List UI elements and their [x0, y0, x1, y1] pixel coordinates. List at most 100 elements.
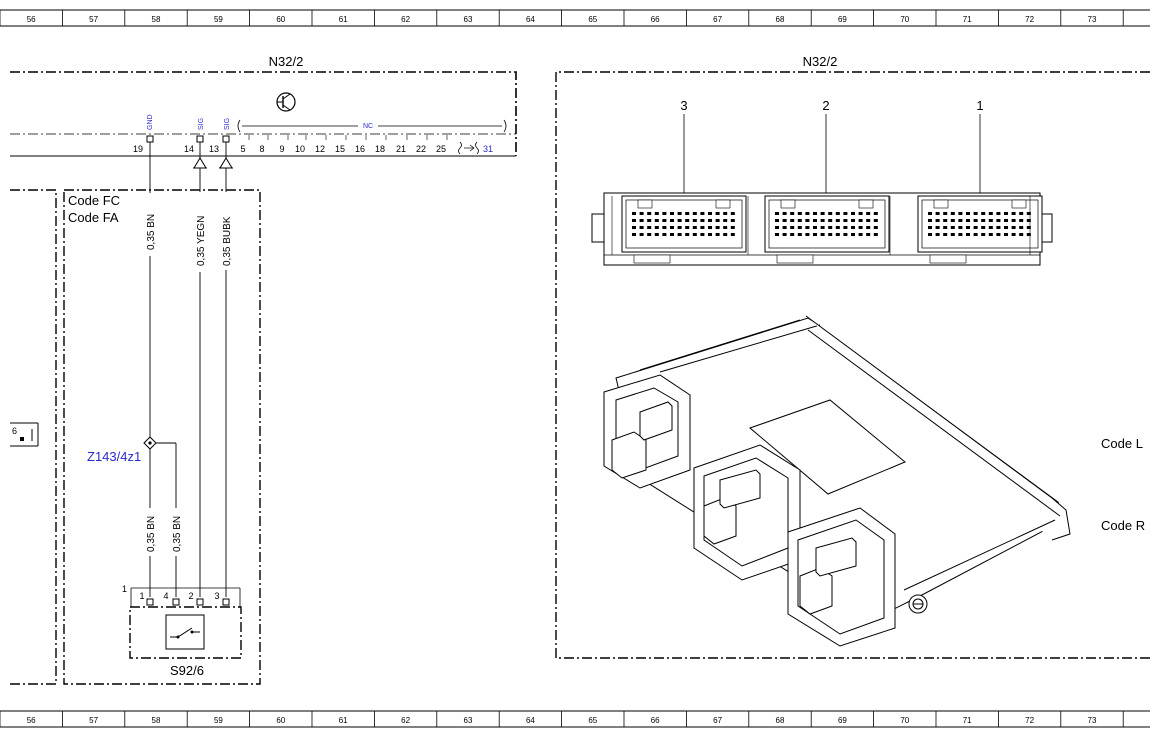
pin-14: SIG 14	[184, 118, 205, 154]
connector-strip	[591, 192, 1053, 266]
wire-bubk-label: 0,35 BUBK	[222, 216, 233, 266]
ruler-top-69: 69	[838, 15, 847, 24]
pin-13: SIG 13	[209, 118, 231, 154]
ruler-top-64: 64	[526, 15, 535, 24]
nc-pin-21: 21	[396, 144, 406, 154]
wire-bubk: 0,35 BUBK	[222, 142, 233, 597]
nc-pin-8: 8	[259, 144, 264, 154]
ruler-bottom-68: 68	[776, 716, 785, 725]
nc-pin-22: 22	[416, 144, 426, 154]
lower-wire-1: 0,35 BN	[146, 449, 157, 597]
code-box: Code FC Code FA	[63, 189, 261, 685]
wire-yegn: 0,35 YEGN	[196, 142, 207, 597]
switch-pin-3: 3	[214, 591, 219, 601]
side-connector: 6	[10, 422, 39, 447]
ruler-bottom-73: 73	[1088, 716, 1097, 725]
left-unit-title: N32/2	[269, 54, 304, 69]
pin-13-number: 13	[209, 144, 219, 154]
left-boundary	[10, 189, 57, 685]
nc-pin-12: 12	[315, 144, 325, 154]
switch-pin-4: 4	[163, 591, 168, 601]
ruler-bottom-71: 71	[963, 716, 972, 725]
nc-pin-10: 10	[295, 144, 305, 154]
nc-pin-15: 15	[335, 144, 345, 154]
side-connector-number: 6	[12, 426, 17, 436]
ruler-bottom-58: 58	[152, 716, 161, 725]
transistor-icon	[276, 92, 296, 112]
splice-point: Z143/4z1	[87, 436, 177, 508]
ruler-top-58: 58	[152, 15, 161, 24]
lower-wire-2: 0,35 BN	[172, 516, 183, 597]
switch-name: S92/6	[170, 663, 204, 678]
right-component-box: N32/2 3 2 1 Code L Code R	[555, 54, 1150, 659]
switch-icon	[165, 614, 205, 650]
ruler-bottom-69: 69	[838, 716, 847, 725]
lower-wire-2-label: 0,35 BN	[172, 516, 183, 552]
ruler-bottom-56: 56	[27, 716, 36, 725]
ruler-top-65: 65	[588, 15, 597, 24]
switch-pin-1: 1	[139, 591, 144, 601]
splice-label: Z143/4z1	[87, 449, 141, 464]
left-control-unit: N32/2 GND 19 SIG 14 SIG 13	[10, 54, 517, 157]
pin-13-signal: SIG	[224, 118, 231, 130]
pin-14-number: 14	[184, 144, 194, 154]
ruler-top-60: 60	[276, 15, 285, 24]
ruler-top-68: 68	[776, 15, 785, 24]
ruler-bottom-63: 63	[464, 716, 473, 725]
ruler-bottom-67: 67	[713, 716, 722, 725]
wire-bn-label: 0,35 BN	[146, 214, 157, 250]
connector-number-1: 1	[976, 98, 983, 113]
ruler-bottom-60: 60	[276, 716, 285, 725]
switch-s92-6: 1 1 4 2 3 S92/6	[122, 584, 242, 678]
ruler-bottom-57: 57	[89, 716, 98, 725]
code-box-line-2: Code FA	[68, 210, 119, 225]
ruler-top-66: 66	[651, 15, 660, 24]
nc-label: NC	[363, 123, 373, 130]
pin-14-signal: SIG	[198, 118, 205, 130]
nc-pin-9: 9	[279, 144, 284, 154]
ruler-bottom-61: 61	[339, 716, 348, 725]
wire-bn: 0,35 BN	[146, 142, 157, 437]
code-label-l: Code L	[1101, 436, 1143, 451]
code-box-line-1: Code FC	[68, 193, 120, 208]
nc-end-pin: 31	[483, 144, 493, 154]
connector-block-2	[764, 195, 890, 264]
connector-number-2: 2	[822, 98, 829, 113]
connector-number-3: 3	[680, 98, 687, 113]
ruler-top-70: 70	[900, 15, 909, 24]
connector-block-1	[917, 195, 1043, 264]
right-unit-title: N32/2	[803, 54, 838, 69]
wire-yegn-label: 0,35 YEGN	[196, 216, 207, 266]
ruler-bottom-64: 64	[526, 716, 535, 725]
ruler-bottom-65: 65	[588, 716, 597, 725]
ruler-top-67: 67	[713, 15, 722, 24]
ruler-top-59: 59	[214, 15, 223, 24]
nc-pin-25: 25	[436, 144, 446, 154]
ruler-bottom-59: 59	[214, 716, 223, 725]
switch-pin-2: 2	[188, 591, 193, 601]
ruler-bottom-70: 70	[900, 716, 909, 725]
ruler-top-72: 72	[1025, 15, 1034, 24]
lower-wire-1-label: 0,35 BN	[146, 516, 157, 552]
nc-pin-5: 5	[240, 144, 245, 154]
pin-19-number: 19	[133, 144, 143, 154]
switch-connector-index: 1	[122, 584, 127, 594]
signal-arrow-icon	[219, 157, 233, 169]
signal-arrow-icon	[193, 157, 207, 169]
connector-block-3	[621, 195, 747, 264]
ruler-bottom-72: 72	[1025, 716, 1034, 725]
ruler-top-61: 61	[339, 15, 348, 24]
nc-pin-16: 16	[355, 144, 365, 154]
pin-19-signal: GND	[147, 114, 154, 130]
ruler-top-73: 73	[1088, 15, 1097, 24]
ruler-top-63: 63	[464, 15, 473, 24]
ruler-top-56: 56	[27, 15, 36, 24]
ruler-bottom-62: 62	[401, 716, 410, 725]
nc-bracket: NC	[237, 119, 507, 133]
ruler-top-62: 62	[401, 15, 410, 24]
ruler-top-57: 57	[89, 15, 98, 24]
